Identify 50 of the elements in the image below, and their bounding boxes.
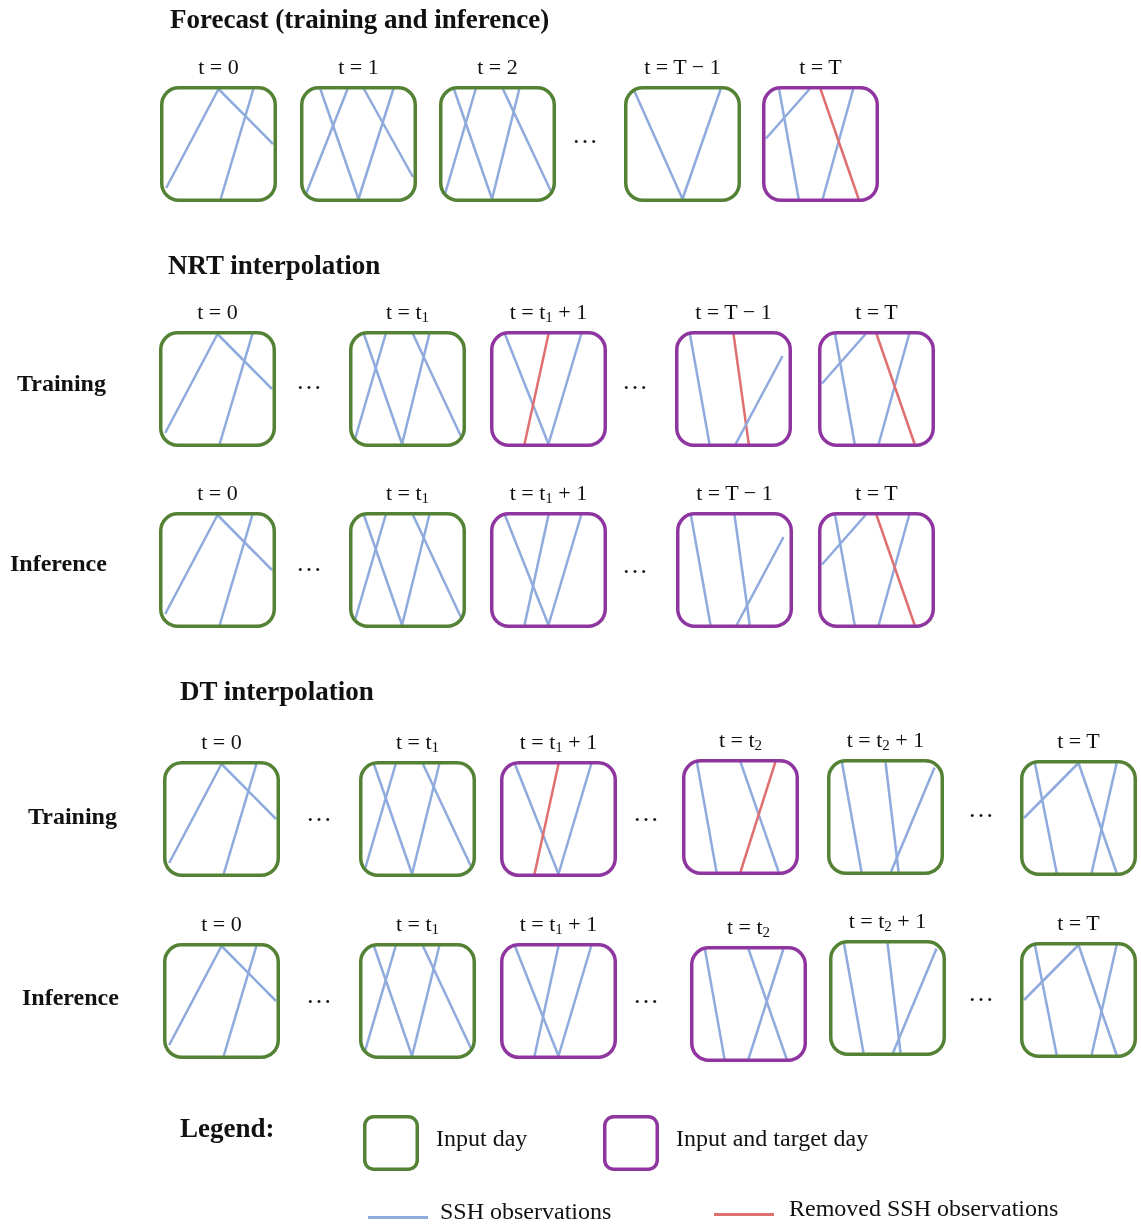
ellipsis: … bbox=[633, 798, 659, 828]
ellipsis: … bbox=[296, 366, 322, 396]
section-title: Forecast (training and inference) bbox=[170, 4, 550, 35]
time-label: t = T − 1 bbox=[644, 54, 721, 80]
section-title: NRT interpolation bbox=[168, 250, 381, 281]
time-label: t = 0 bbox=[197, 480, 238, 506]
row-label: Training bbox=[28, 803, 117, 830]
legend-label: SSH observations bbox=[440, 1198, 612, 1225]
section-title: DT interpolation bbox=[180, 676, 374, 707]
time-label: t = T bbox=[855, 480, 898, 506]
time-label: t = t$_{1}$ + 1 bbox=[509, 299, 588, 325]
time-label: t = 1 bbox=[338, 54, 379, 80]
time-label: t = 0 bbox=[198, 54, 239, 80]
time-label: t = t$_{2}$ + 1 bbox=[846, 727, 925, 753]
time-label: t = t$_{1}$ + 1 bbox=[509, 480, 588, 506]
time-label: t = t$_{1}$ + 1 bbox=[519, 729, 598, 755]
legend-label: Removed SSH observations bbox=[789, 1195, 1059, 1222]
time-label: t = t$_{1}$ bbox=[395, 911, 440, 937]
ellipsis: … bbox=[296, 548, 322, 578]
time-label: t = 0 bbox=[201, 911, 242, 937]
time-label: t = T − 1 bbox=[696, 480, 773, 506]
ellipsis: … bbox=[306, 798, 332, 828]
time-label: t = t$_{2}$ + 1 bbox=[848, 908, 927, 934]
ellipsis: … bbox=[968, 794, 994, 824]
legend-title: Legend: bbox=[180, 1113, 275, 1144]
time-label: t = T bbox=[799, 54, 842, 80]
legend-label: Input and target day bbox=[676, 1125, 869, 1152]
row-label: Inference bbox=[22, 984, 119, 1011]
time-label: t = 0 bbox=[197, 299, 238, 325]
time-label: t = T bbox=[855, 299, 898, 325]
time-label: t = t$_{2}$ bbox=[718, 727, 763, 753]
ellipsis: … bbox=[633, 980, 659, 1010]
time-label: t = t$_{1}$ bbox=[395, 729, 440, 755]
ellipsis: … bbox=[572, 120, 598, 150]
time-label: t = 2 bbox=[477, 54, 518, 80]
ellipsis: … bbox=[306, 980, 332, 1010]
legend-label: Input day bbox=[436, 1125, 528, 1152]
time-label: t = 0 bbox=[201, 729, 242, 755]
time-label: t = T − 1 bbox=[695, 299, 772, 325]
ellipsis: … bbox=[968, 978, 994, 1008]
ellipsis: … bbox=[622, 550, 648, 580]
row-label: Training bbox=[17, 370, 106, 397]
time-label: t = t$_{2}$ bbox=[726, 914, 771, 940]
time-label: t = t$_{1}$ + 1 bbox=[519, 911, 598, 937]
time-label: t = T bbox=[1057, 910, 1100, 936]
ellipsis: … bbox=[622, 366, 648, 396]
time-label: t = t$_{1}$ bbox=[385, 480, 430, 506]
time-label: t = T bbox=[1057, 728, 1100, 754]
time-label: t = t$_{1}$ bbox=[385, 299, 430, 325]
row-label: Inference bbox=[10, 550, 107, 577]
